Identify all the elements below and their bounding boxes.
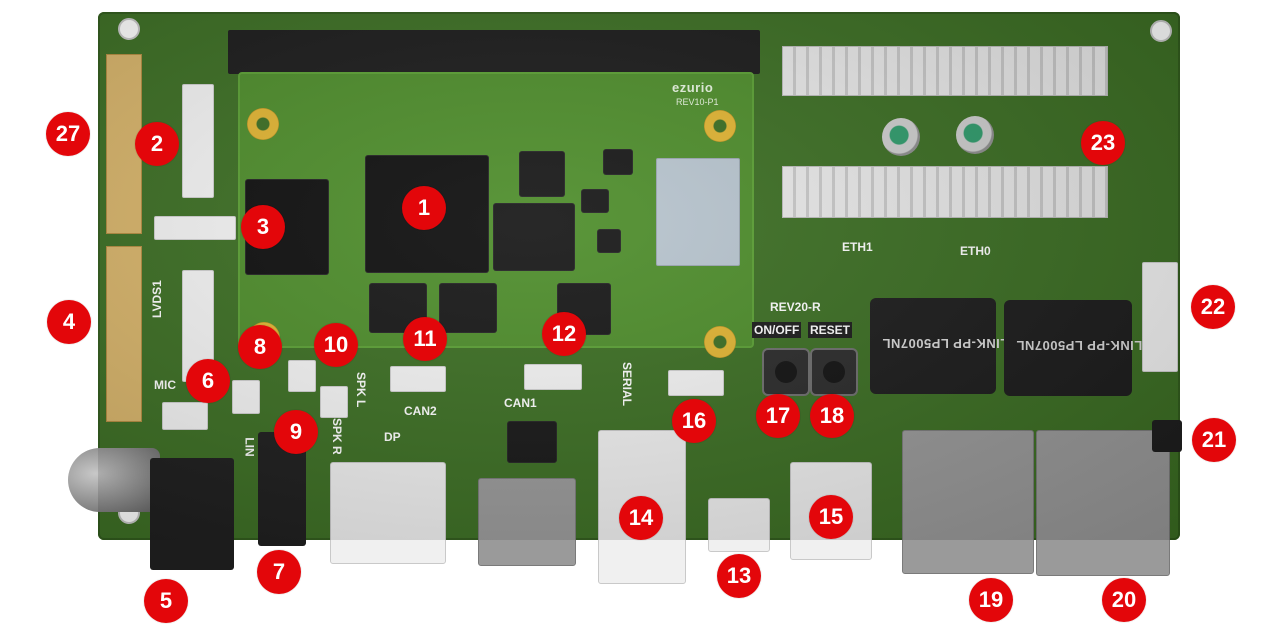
callout-18: 18: [810, 394, 854, 438]
pin-header-lower: [782, 166, 1108, 218]
capacitor: [956, 116, 994, 154]
lin-connector: [232, 380, 260, 414]
small-chip: [598, 230, 620, 252]
serial-label: SERIAL: [620, 362, 634, 407]
brand-logo: ezurio: [672, 80, 714, 95]
displayport: [330, 462, 446, 564]
fpc-connector-upper: [182, 84, 214, 198]
on-off-label: ON/OFF: [752, 322, 802, 338]
som-mount: [247, 108, 279, 140]
som-revision: REV10-P1: [676, 97, 719, 107]
wifi-module: [656, 158, 740, 266]
ethernet-port-eth0: [1036, 430, 1170, 576]
mount-hole: [1150, 20, 1172, 42]
chip-row: [440, 284, 496, 332]
callout-6: 6: [186, 359, 230, 403]
callout-14: 14: [619, 496, 663, 540]
callout-5: 5: [144, 579, 188, 623]
lin-label: LIN: [242, 437, 257, 457]
dp-label: DP: [384, 430, 401, 444]
callout-27: 27: [46, 112, 90, 156]
som-mount: [704, 110, 736, 142]
lvds1-connector: [106, 246, 142, 422]
som-mount: [704, 326, 736, 358]
lvds1-label: LVDS1: [150, 280, 164, 318]
dc-power-jack: [150, 458, 234, 570]
callout-12: 12: [542, 312, 586, 356]
magnetics-right-label: LINK-PP LP5007NL: [1016, 338, 1143, 353]
can1-label: CAN1: [504, 396, 537, 410]
usb-c-port: [708, 498, 770, 552]
callout-22: 22: [1191, 285, 1235, 329]
ethernet-magnetics-left: [870, 298, 996, 394]
serial-connector: [668, 370, 724, 396]
eth1-label: ETH1: [842, 240, 873, 254]
spk-r-connector: [288, 360, 316, 392]
on-off-button[interactable]: [764, 350, 808, 394]
callout-21: 21: [1192, 418, 1236, 462]
dc-power-jack-barrel: [68, 448, 160, 512]
fpc-connector-right: [1142, 262, 1178, 372]
eth0-label: ETH0: [960, 244, 991, 258]
callout-3: 3: [241, 205, 285, 249]
magnetics-left-label: LINK-PP LP5007NL: [882, 336, 1009, 351]
small-chip: [520, 152, 564, 196]
callout-17: 17: [756, 394, 800, 438]
can2-connector: [390, 366, 446, 392]
mic-connector: [162, 402, 208, 430]
can2-label: CAN2: [404, 404, 437, 418]
callout-7: 7: [257, 550, 301, 594]
can1-connector: [524, 364, 582, 390]
usb-a-port-left: [598, 430, 686, 584]
spk-l-label: SPK L: [354, 372, 368, 408]
callout-10: 10: [314, 323, 358, 367]
reset-button[interactable]: [812, 350, 856, 394]
callout-9: 9: [274, 410, 318, 454]
spk-l-connector: [320, 386, 348, 418]
callout-2: 2: [135, 122, 179, 166]
small-chip: [604, 150, 632, 174]
callout-11: 11: [403, 317, 447, 361]
callout-4: 4: [47, 300, 91, 344]
side-connector: [1152, 420, 1182, 452]
spk-r-label: SPK R: [330, 418, 344, 455]
small-chip: [582, 190, 608, 212]
callout-16: 16: [672, 399, 716, 443]
capacitor: [882, 118, 920, 156]
som-edge-connector: [228, 30, 760, 74]
callout-1: 1: [402, 186, 446, 230]
mic-label: MIC: [154, 378, 176, 392]
callout-15: 15: [809, 495, 853, 539]
callout-8: 8: [238, 325, 282, 369]
board-revision: REV20-R: [770, 300, 821, 314]
ethernet-port-eth1: [902, 430, 1034, 574]
memory-chip: [494, 204, 574, 270]
pin-header-upper: [782, 46, 1108, 96]
callout-23: 23: [1081, 121, 1125, 165]
small-connector: [154, 216, 236, 240]
reset-label: RESET: [808, 322, 853, 338]
hdmi-chip: [508, 422, 556, 462]
callout-19: 19: [969, 578, 1013, 622]
callout-13: 13: [717, 554, 761, 598]
ethernet-magnetics-right: [1004, 300, 1132, 396]
callout-20: 20: [1102, 578, 1146, 622]
hdmi-port: [478, 478, 576, 566]
mount-hole: [118, 18, 140, 40]
